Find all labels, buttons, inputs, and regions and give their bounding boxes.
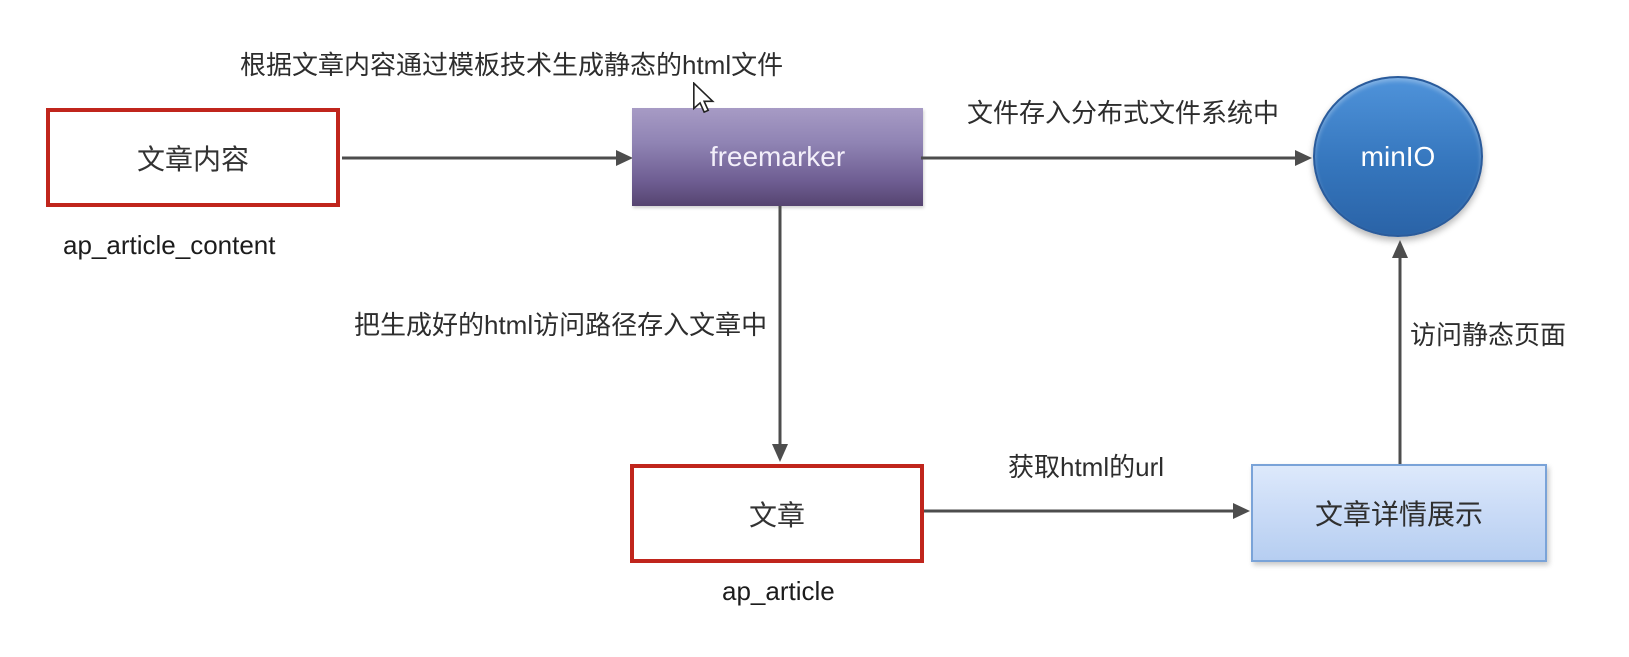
caption-save-path-to-article: 把生成好的html访问路径存入文章中 — [354, 310, 768, 340]
node-freemarker-label: freemarker — [709, 141, 846, 172]
caption-store-to-fs: 文件存入分布式文件系统中 — [967, 98, 1280, 128]
caption-generate-html: 根据文章内容通过模板技术生成静态的html文件 — [240, 50, 784, 80]
node-article-content-label: 文章内容 — [136, 143, 249, 175]
caption-get-html-url: 获取html的url — [1008, 452, 1165, 482]
arrow-content-to-freemarker — [342, 150, 633, 166]
mouse-cursor-icon — [693, 82, 715, 114]
node-minio-label: minIO — [1360, 140, 1436, 172]
arrowhead-right — [1295, 150, 1312, 166]
arrowhead-up — [1392, 240, 1408, 258]
arrow-freemarker-to-article — [772, 206, 788, 462]
table-label-ap-article: ap_article — [722, 576, 835, 606]
arrowhead-down — [772, 444, 788, 462]
node-article-detail: 文章详情展示 — [1251, 464, 1547, 562]
node-freemarker: freemarker — [632, 108, 923, 206]
node-minio: minIO — [1313, 76, 1483, 237]
node-article-label: 文章 — [748, 499, 805, 531]
arrowhead-right — [616, 150, 633, 166]
node-article-detail-label: 文章详情展示 — [1314, 499, 1483, 530]
arrow-freemarker-to-minio — [921, 150, 1312, 166]
table-label-ap-article-content: ap_article_content — [63, 230, 276, 260]
arrowhead-right — [1233, 503, 1250, 519]
mouse-cursor-shape — [693, 82, 715, 114]
caption-visit-static-page: 访问静态页面 — [1410, 320, 1567, 350]
node-article-content: 文章内容 — [46, 108, 340, 207]
arrow-detail-to-minio — [1392, 240, 1408, 464]
arrow-article-to-detail — [924, 503, 1250, 519]
node-article: 文章 — [630, 464, 924, 563]
